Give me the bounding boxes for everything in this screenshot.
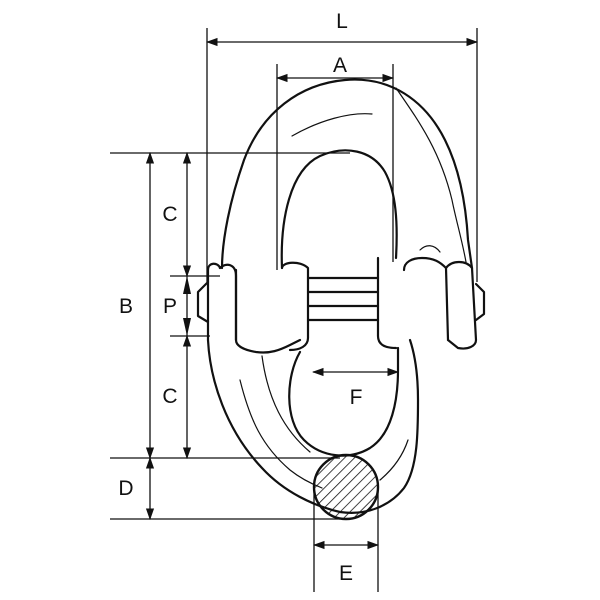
- connecting-pin: [196, 276, 486, 324]
- dimension-P: P: [163, 276, 191, 336]
- right-lug-detail: [419, 245, 441, 253]
- upper-eye-inner-outline: [280, 149, 398, 270]
- dimension-B: B: [119, 151, 155, 460]
- left-lug-body: [218, 263, 302, 354]
- left-upper-lug: [206, 262, 238, 342]
- upper-half-outer-outline: [220, 78, 474, 270]
- center-lug: [280, 261, 310, 352]
- label-E: E: [339, 562, 353, 585]
- hatched-cross-section: [312, 453, 380, 521]
- lower-eye-inner-outline: [288, 346, 400, 457]
- lower-left-inner-highlight: [261, 355, 311, 453]
- label-A: A: [333, 54, 347, 77]
- label-L: L: [336, 10, 348, 33]
- label-B: B: [119, 295, 133, 318]
- label-P: P: [163, 295, 177, 318]
- lower-left-highlight: [239, 379, 323, 489]
- upper-outer-highlight: [395, 87, 467, 263]
- right-outer-lug: [444, 260, 478, 350]
- dimension-A: A: [275, 54, 395, 270]
- label-F: F: [350, 386, 363, 409]
- label-D: D: [118, 477, 133, 500]
- dimension-C-lower: C: [162, 334, 192, 460]
- label-C-upper: C: [162, 203, 177, 226]
- dimension-C-upper: C: [162, 151, 192, 278]
- dimension-F: F: [311, 367, 400, 409]
- dimension-L: L: [205, 10, 479, 282]
- connector-outline: [196, 78, 486, 514]
- right-inner-lug: [376, 256, 450, 350]
- label-C-lower: C: [162, 385, 177, 408]
- dimension-D: D: [118, 456, 155, 521]
- dimension-E: E: [312, 487, 380, 592]
- lower-right-highlight: [379, 439, 409, 481]
- upper-inner-highlight: [291, 113, 373, 137]
